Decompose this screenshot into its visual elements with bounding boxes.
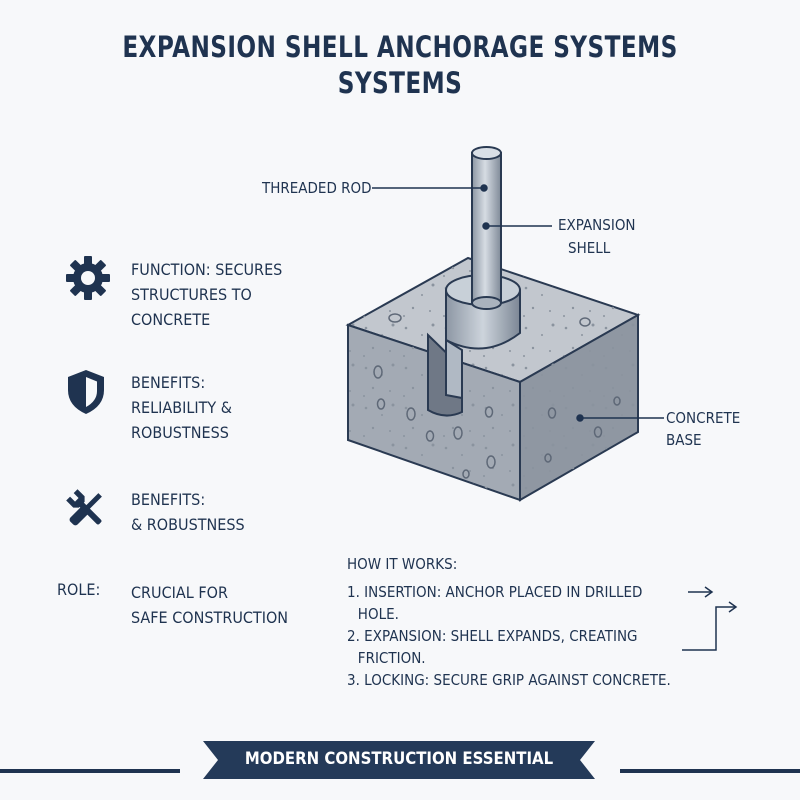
how-it-works-heading: HOW IT WORKS: bbox=[347, 555, 458, 573]
label-threaded-rod: THREADED ROD bbox=[262, 179, 372, 197]
label-concrete-base-line2: BASE bbox=[666, 431, 702, 449]
role-description: CRUCIAL FOR SAFE CONSTRUCTION bbox=[131, 583, 289, 627]
feature-function: FUNCTION: SECURES STRUCTURES TO CONCRETE bbox=[131, 260, 283, 329]
tools-icon bbox=[66, 489, 102, 526]
label-expansion-shell-line2: SHELL bbox=[568, 239, 611, 257]
page-title-continued: SYSTEMS bbox=[337, 66, 463, 100]
step-insertion: 1. INSERTION: ANCHOR PLACED IN DRILLED H… bbox=[347, 583, 643, 623]
feature-benefits-robustness: BENEFITS: & ROBUSTNESS bbox=[131, 490, 245, 534]
step-expansion: 2. EXPANSION: SHELL EXPANDS, CREATING FR… bbox=[347, 627, 638, 667]
role-section: ROLE: bbox=[57, 580, 100, 599]
feature-benefits-reliability: BENEFITS: RELIABILITY & ROBUSTNESS bbox=[131, 373, 233, 442]
label-concrete-base: CONCRETE bbox=[666, 409, 741, 427]
page-title: EXPANSION SHELL ANCHORAGE SYSTEMS bbox=[122, 30, 678, 64]
flow-arrows bbox=[682, 586, 738, 651]
shield-icon bbox=[68, 370, 104, 414]
banner-text: MODERN CONSTRUCTION ESSENTIAL bbox=[244, 749, 554, 769]
banner-ribbon bbox=[0, 741, 800, 779]
gear-icon bbox=[66, 256, 110, 300]
how-it-works: HOW IT WORKS: 1. INSERTION: ANCHOR PLACE… bbox=[347, 553, 707, 691]
step-locking: 3. LOCKING: SECURE GRIP AGAINST CONCRETE… bbox=[347, 671, 671, 689]
label-expansion-shell: EXPANSION bbox=[558, 216, 636, 234]
role-label: ROLE: bbox=[57, 580, 101, 599]
